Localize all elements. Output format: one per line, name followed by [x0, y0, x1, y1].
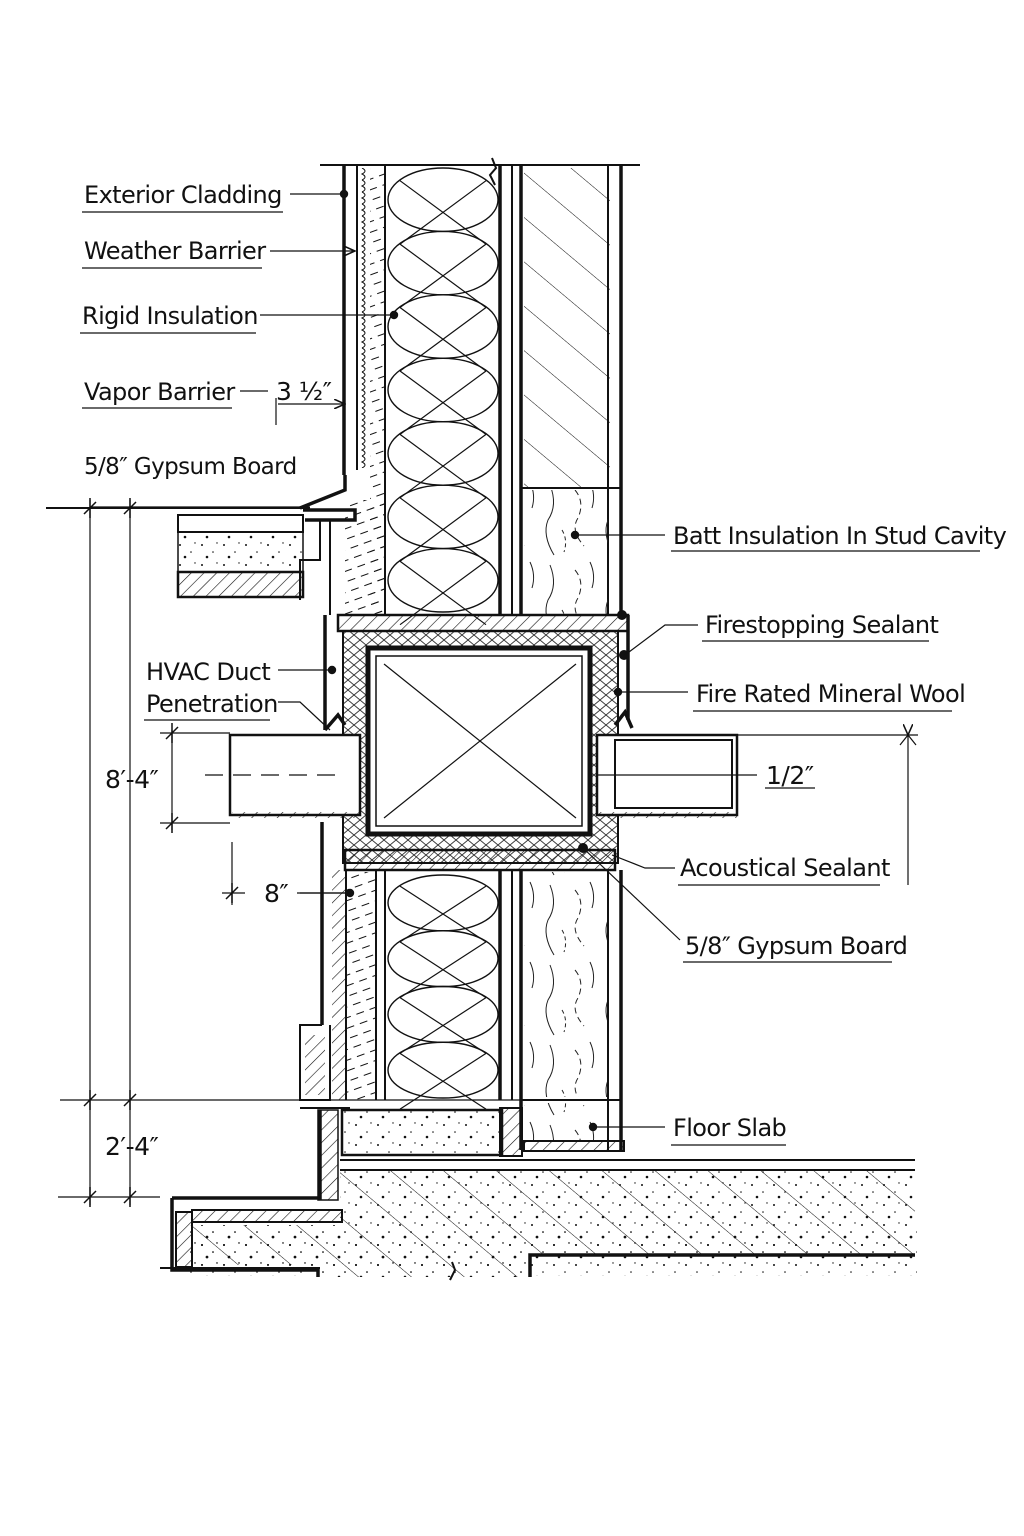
- label-fire-rated-mineral-wool: Fire Rated Mineral Wool: [696, 680, 965, 708]
- dimension-tick: [123, 1090, 137, 1110]
- duct-penetration: [205, 610, 757, 872]
- dimension-tick: [83, 1090, 97, 1110]
- dim-three-half: 3 ½″: [276, 377, 332, 406]
- leader-gypsum-bottom: [582, 847, 681, 941]
- sealant-bead-right: [613, 708, 634, 729]
- sleeve-right-inner: [614, 739, 733, 809]
- sealant-bead-left: [323, 712, 347, 732]
- upper-sheathing: [345, 500, 385, 615]
- base-trim-hatch: [305, 1035, 325, 1095]
- batt-loop: [387, 985, 499, 1043]
- floor-slab-cavity: [524, 1103, 608, 1141]
- curb-edge: [499, 1107, 523, 1157]
- leader-firestopping: [624, 624, 698, 656]
- sealant-dot-top: [617, 610, 627, 620]
- batt-loop: [387, 357, 499, 423]
- dimension-tick: [123, 1187, 137, 1207]
- batt-loop: [387, 230, 499, 296]
- slab-bottom: [528, 1253, 915, 1277]
- batt-cross: [399, 307, 487, 372]
- lower-batt-cavity: [524, 872, 608, 1097]
- duct-cross-2: [383, 663, 577, 819]
- leader-lines: [90, 189, 698, 1132]
- dim-eight-inch: 8″: [264, 879, 288, 908]
- labels: Exterior Cladding Weather Barrier Rigid …: [80, 181, 1007, 1161]
- footing-outline: [170, 1198, 320, 1277]
- batt-cross: [399, 243, 487, 309]
- label-acoustical-sealant: Acoustical Sealant: [680, 854, 890, 882]
- batt-cross: [399, 941, 487, 999]
- ledge-angle: [299, 520, 321, 600]
- duct-inner: [375, 655, 583, 827]
- slab-break: [449, 1261, 457, 1281]
- floor-slab-plate: [523, 1140, 625, 1152]
- label-gypsum-board-bottom: 5/8″ Gypsum Board: [685, 932, 907, 960]
- ledge-slab: [177, 531, 304, 573]
- footing-top: [172, 1110, 322, 1200]
- ledge-base: [176, 570, 305, 599]
- lower-rigid-insulation: [346, 872, 376, 1100]
- batt-cross: [399, 370, 487, 435]
- dimension-lines: [58, 398, 918, 1207]
- label-penetration: Penetration: [146, 690, 278, 718]
- batt-loop: [387, 930, 499, 988]
- batt-cross: [399, 885, 487, 943]
- dimension-tick: [123, 498, 137, 518]
- label-rigid-insulation: Rigid Insulation: [82, 302, 258, 330]
- batt-stud-cavity-upper: [524, 490, 608, 615]
- label-firestopping-sealant: Firestopping Sealant: [705, 611, 939, 639]
- batt-insulation-upper: [387, 167, 499, 626]
- batt-loop: [387, 1041, 499, 1099]
- slab-hatch: [190, 1170, 915, 1277]
- break-symbol: [488, 157, 498, 186]
- header-plate: [336, 613, 630, 633]
- label-weather-barrier: Weather Barrier: [84, 237, 266, 265]
- sleeve-left-hatch: [232, 812, 360, 818]
- dimension-tick: [83, 1187, 97, 1207]
- label-floor-slab: Floor Slab: [673, 1114, 786, 1142]
- batt-loop: [387, 484, 499, 550]
- batt-cross: [399, 180, 487, 245]
- wall-lower: [299, 822, 625, 1201]
- label-exterior-cladding: Exterior Cladding: [84, 181, 282, 209]
- leader-gypsum-dot: [578, 843, 588, 853]
- label-batt-insulation: Batt Insulation In Stud Cavity: [673, 522, 1007, 550]
- label-gypsum-board-top: 5/8″ Gypsum Board: [84, 454, 297, 480]
- sleeve-right-hatch: [599, 812, 737, 818]
- batt-insulation-lower: [387, 874, 499, 1110]
- dim-half-inch: 1/2″: [766, 761, 814, 790]
- ledge-cap: [177, 514, 304, 533]
- dim-two-four: 2′-4″: [105, 1132, 159, 1161]
- leader-acoustical: [611, 854, 675, 869]
- batt-cross: [399, 433, 487, 499]
- footing-cap: [191, 1209, 343, 1223]
- footing-sheathing: [317, 1109, 339, 1201]
- batt-loop: [387, 547, 499, 613]
- batt-cross: [399, 497, 487, 562]
- sill-plate: [343, 848, 617, 872]
- batt-loop: [387, 874, 499, 932]
- footing-edge: [175, 1211, 193, 1268]
- interior-board-upper: [524, 168, 610, 488]
- weather-barrier-layer: [358, 168, 370, 468]
- curb: [340, 1108, 504, 1157]
- dimension-ticks: [83, 498, 239, 1207]
- wall-upper: [320, 157, 640, 626]
- dimension-tick: [83, 498, 97, 518]
- lower-sheathing: [332, 870, 346, 1100]
- canopy-ledge: [46, 475, 385, 615]
- label-vapor-barrier: Vapor Barrier: [84, 378, 235, 406]
- batt-cross: [399, 997, 487, 1054]
- label-hvac-duct: HVAC Duct: [146, 658, 270, 686]
- leader-hvac-2: [278, 701, 331, 731]
- flashing: [299, 475, 347, 510]
- batt-loop: [387, 421, 499, 486]
- batt-loop: [387, 167, 499, 233]
- batt-loop: [387, 294, 499, 359]
- foundation: [160, 1110, 917, 1281]
- dim-eight-four: 8′-4″: [105, 765, 159, 794]
